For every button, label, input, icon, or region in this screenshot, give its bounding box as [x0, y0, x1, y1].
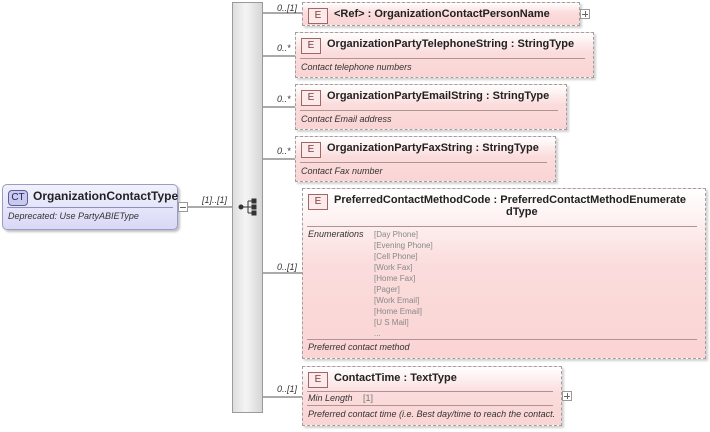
- element-name: ContactTime : TextType: [334, 372, 457, 384]
- cardinality-preferred-contact-method: 0..[1]: [277, 262, 298, 272]
- element-badge: E: [301, 142, 321, 158]
- enumeration-value: [Pager]: [374, 285, 400, 294]
- element-documentation: Contact Fax number: [301, 166, 383, 176]
- cardinality-fax: 0..*: [277, 146, 291, 156]
- cardinality-ref: 0..[1]: [277, 3, 298, 13]
- divider: [7, 207, 173, 208]
- element-name: OrganizationPartyTelephoneString : Strin…: [327, 38, 575, 50]
- element-documentation: Contact Email address: [301, 114, 392, 124]
- enumeration-value: [U S Mail]: [374, 318, 409, 327]
- divider: [307, 226, 697, 227]
- expand-icon[interactable]: [562, 391, 572, 401]
- expand-icon[interactable]: [580, 9, 590, 19]
- enumeration-list: [Day Phone] [Evening Phone] [Cell Phone]…: [374, 229, 433, 339]
- element-documentation: Contact telephone numbers: [301, 62, 412, 72]
- cardinality-telephone: 0..*: [277, 43, 291, 53]
- facet-value: [1]: [363, 393, 374, 403]
- element-documentation: Preferred contact time (i.e. Best day/ti…: [308, 409, 556, 419]
- enumeration-value: [Home Email]: [374, 307, 423, 316]
- element-badge: E: [308, 194, 328, 210]
- complex-type-badge: CT: [8, 190, 28, 206]
- element-badge: E: [301, 38, 321, 54]
- element-name: OrganizationPartyFaxString : StringType: [327, 142, 539, 154]
- enumeration-value: [Home Fax]: [374, 274, 416, 283]
- element-name-line-2: dType: [506, 206, 538, 218]
- divider: [300, 162, 547, 163]
- element-name-line-1: PreferredContactMethodCode : PreferredCo…: [334, 194, 687, 206]
- enumeration-ellipsis: ...: [374, 329, 381, 338]
- element-organization-contact-person-name[interactable]: E <Ref> : OrganizationContactPersonName: [302, 2, 580, 26]
- element-documentation: Preferred contact method: [308, 342, 410, 352]
- sequence-icon: [238, 198, 257, 216]
- element-name: OrganizationPartyEmailString : StringTyp…: [327, 90, 550, 102]
- facet-label: Min Length: [308, 393, 353, 403]
- element-organization-party-email-string[interactable]: E OrganizationPartyEmailString : StringT…: [295, 84, 567, 130]
- enumerations-label: Enumerations: [308, 229, 364, 239]
- element-badge: E: [308, 372, 328, 388]
- enumeration-value: [Work Fax]: [374, 263, 413, 272]
- complex-type-documentation: Deprecated: Use PartyABIEType: [8, 211, 139, 221]
- divider: [300, 110, 558, 111]
- enumeration-value: [Cell Phone]: [374, 252, 418, 261]
- element-preferred-contact-method-code[interactable]: E PreferredContactMethodCode : Preferred…: [302, 188, 706, 359]
- enumeration-value: [Day Phone]: [374, 230, 419, 239]
- element-badge: E: [308, 8, 328, 24]
- cardinality-contact-time: 0..[1]: [277, 384, 298, 394]
- enumeration-value: [Evening Phone]: [374, 241, 433, 250]
- element-organization-party-telephone-string[interactable]: E OrganizationPartyTelephoneString : Str…: [295, 32, 594, 78]
- complex-type-box[interactable]: CT OrganizationContactType Deprecated: U…: [2, 184, 178, 230]
- divider: [307, 339, 697, 340]
- divider: [300, 58, 585, 59]
- collapse-icon[interactable]: [178, 202, 188, 212]
- element-organization-party-fax-string[interactable]: E OrganizationPartyFaxString : StringTyp…: [295, 136, 556, 182]
- enumeration-value: [Work Email]: [374, 296, 420, 305]
- element-badge: E: [301, 90, 321, 106]
- complex-type-cardinality: [1]..[1]: [202, 195, 228, 205]
- divider: [307, 391, 553, 392]
- element-contact-time[interactable]: E ContactTime : TextType Min Length [1] …: [302, 366, 562, 426]
- cardinality-email: 0..*: [277, 94, 291, 104]
- complex-type-name: OrganizationContactType: [33, 189, 179, 203]
- divider: [307, 405, 553, 406]
- element-name: <Ref> : OrganizationContactPersonName: [334, 8, 550, 20]
